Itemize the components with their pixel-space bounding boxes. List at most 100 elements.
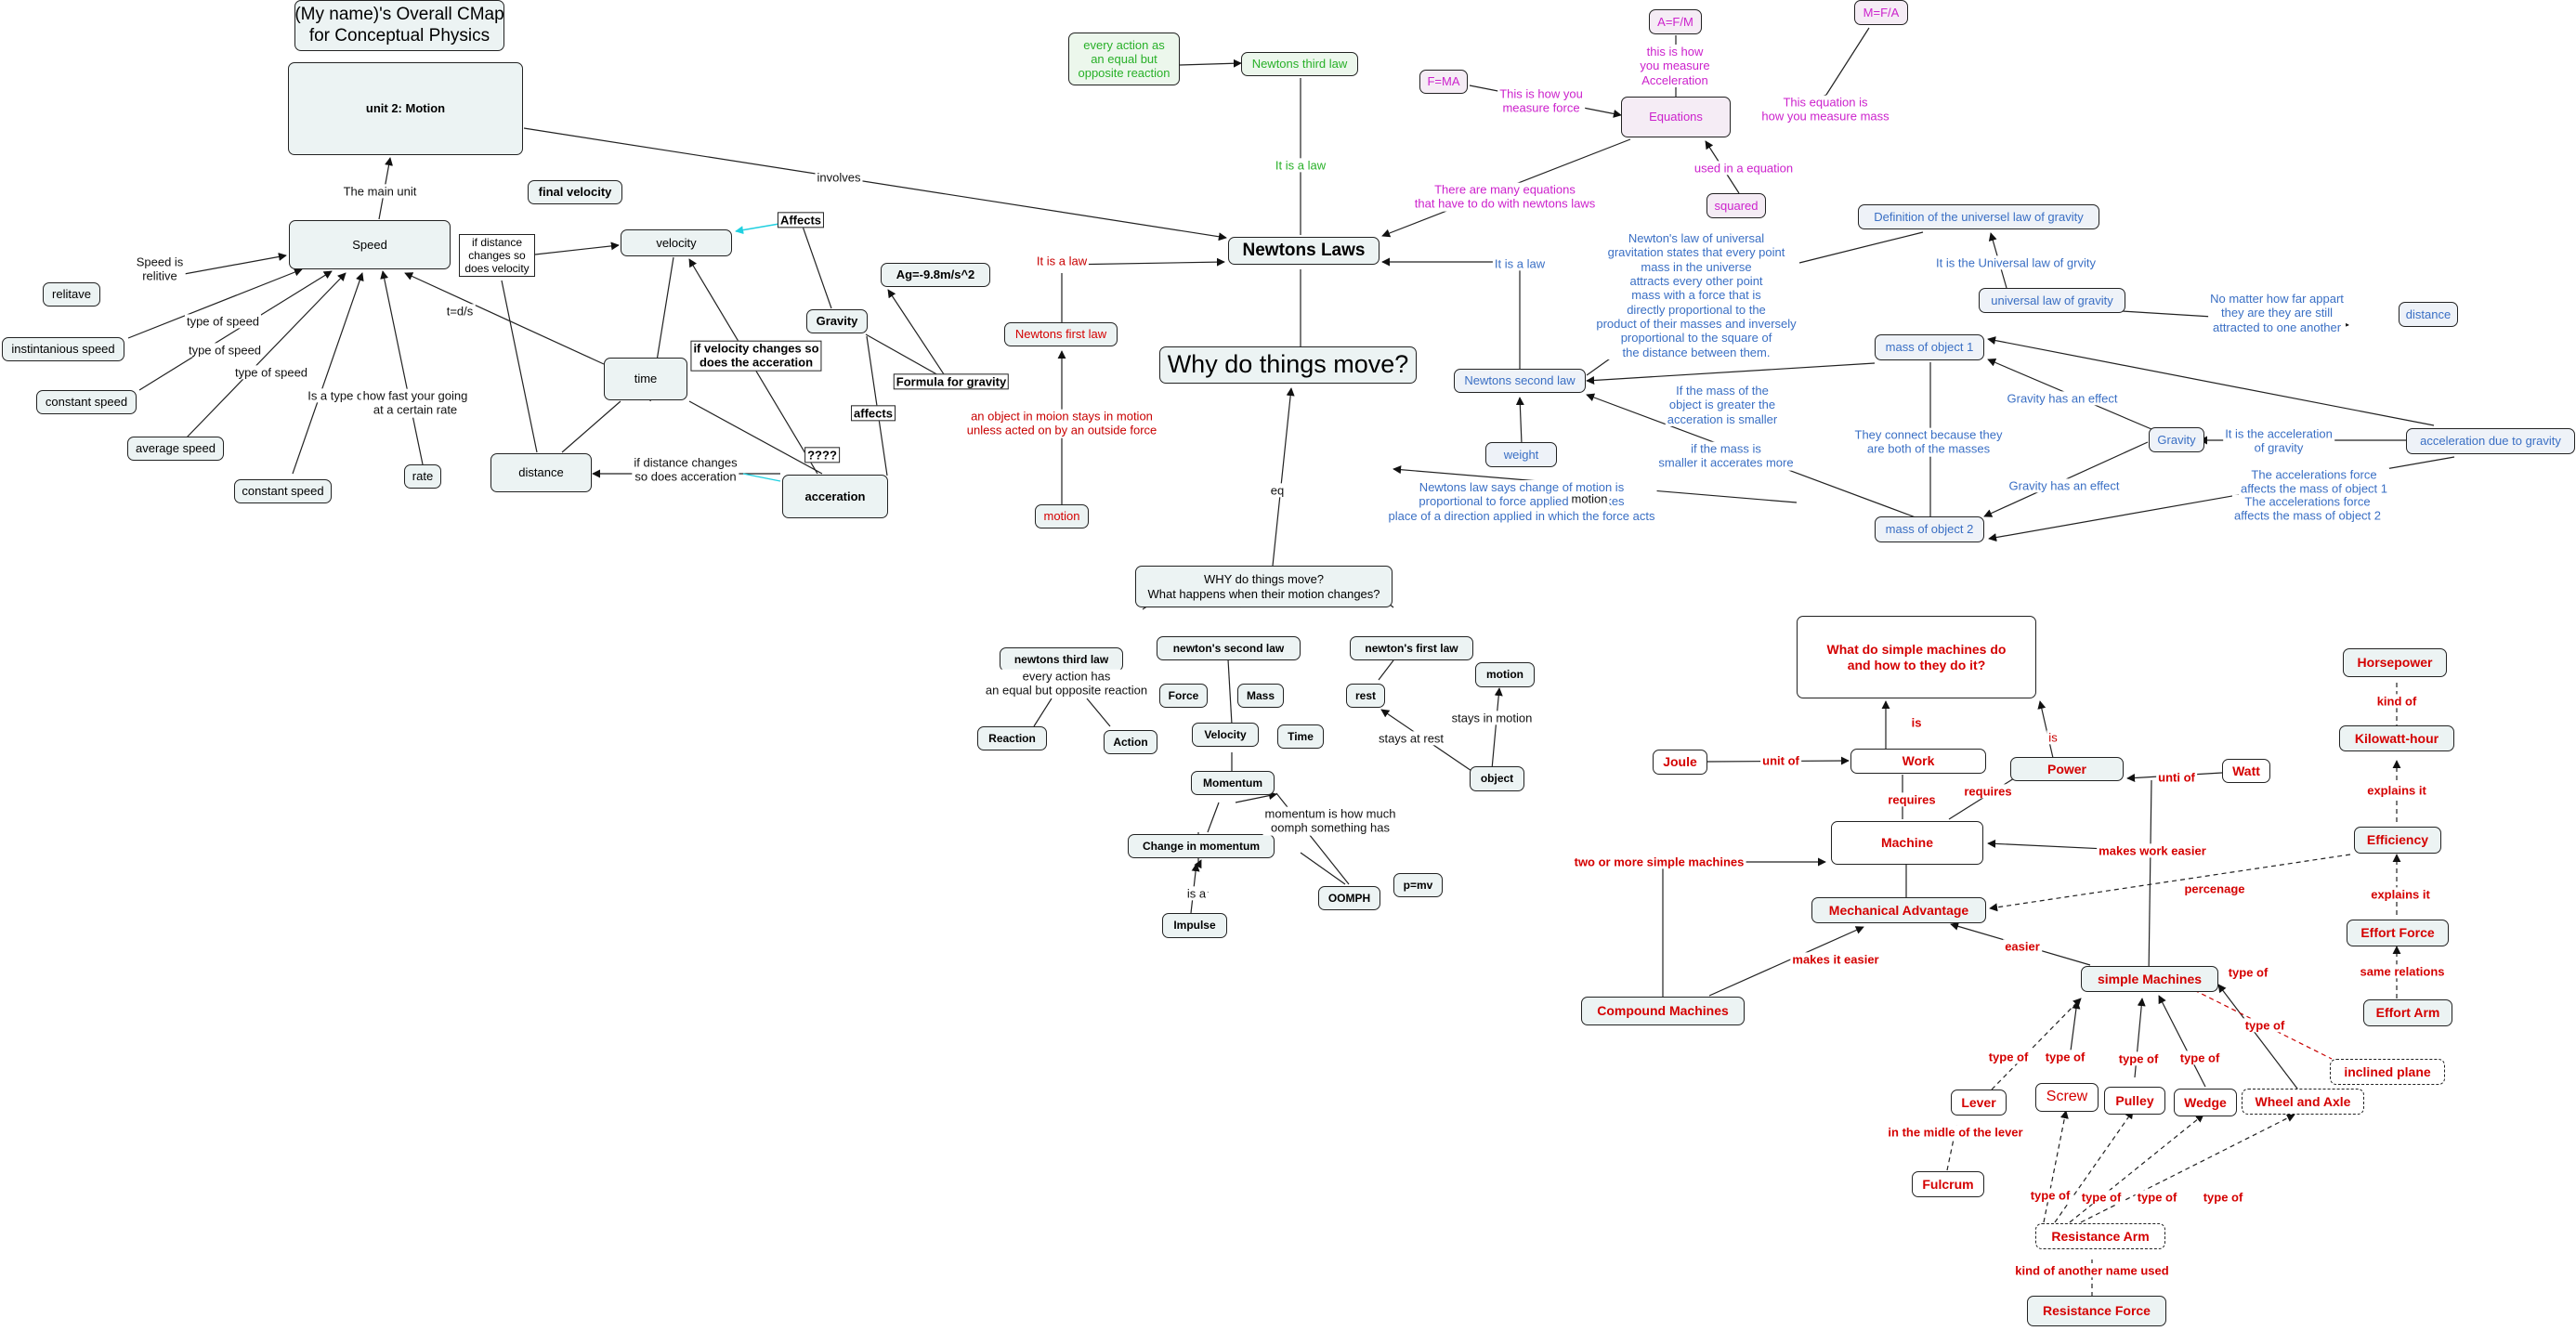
m-f-a-node[interactable]: M=F/A <box>1854 0 1908 25</box>
why-motion-changes-node[interactable]: WHY do things move? What happens when th… <box>1135 566 1393 607</box>
newtons-laws-node[interactable]: Newtons Laws <box>1228 237 1380 265</box>
link-label-easier: easier <box>2003 939 2042 954</box>
compound-machines-node[interactable]: Compound Machines <box>1581 997 1745 1025</box>
link-label-formula-for-gravity: Formula for gravity <box>893 373 1010 390</box>
instintanious-speed-node[interactable]: instintanious speed <box>2 337 124 361</box>
mass-node[interactable]: Mass <box>1237 684 1284 708</box>
time-node[interactable]: time <box>604 358 687 400</box>
universal-law-of-gravity-node[interactable]: universal law of gravity <box>1979 288 2125 313</box>
mass-of-object-2-node[interactable]: mass of object 2 <box>1875 516 1984 542</box>
effort-arm-node[interactable]: Effort Arm <box>2363 999 2452 1026</box>
time-node-2[interactable]: Time <box>1277 724 1324 749</box>
reaction-node[interactable]: Reaction <box>977 726 1047 750</box>
object-node[interactable]: object <box>1470 766 1524 791</box>
a-f-m-node[interactable]: A=F/M <box>1649 9 1702 34</box>
gravity-node-left[interactable]: Gravity <box>806 309 868 333</box>
link-label-connect-masses: They connect because they are both of th… <box>1852 427 2005 457</box>
velocity-node[interactable]: velocity <box>621 229 732 256</box>
link-label-unti-of: unti of <box>2156 770 2197 785</box>
newtons-second-law-node[interactable]: newton's second law <box>1157 636 1301 660</box>
distance-node-blue[interactable]: distance <box>2399 302 2458 327</box>
constant-speed-node-1[interactable]: constant speed <box>36 390 137 414</box>
momentum-node[interactable]: Momentum <box>1191 771 1275 795</box>
link-label-percenage: percenage <box>2182 881 2247 896</box>
power-node[interactable]: Power <box>2010 757 2124 781</box>
every-action-node[interactable]: every action as an equal but opposite re… <box>1068 33 1180 85</box>
newtons-third-law-node[interactable]: newtons third law <box>1000 647 1123 672</box>
link-label-type-of-wedge: type of <box>2177 1050 2222 1065</box>
link-label-type-of-speed-1: type of speed <box>184 314 262 329</box>
newtons-first-law-node[interactable]: newton's first law <box>1350 636 1473 660</box>
motion-node-red[interactable]: motion <box>1035 504 1089 528</box>
mass-of-object-1-node[interactable]: mass of object 1 <box>1875 334 1984 360</box>
final-velocity-node[interactable]: final velocity <box>528 180 622 204</box>
joule-node[interactable]: Joule <box>1653 750 1707 775</box>
action-node[interactable]: Action <box>1104 730 1157 754</box>
rest-node[interactable]: rest <box>1346 684 1385 708</box>
newtons-third-law-node-green[interactable]: Newtons third law <box>1241 52 1358 76</box>
mechanical-advantage-node[interactable]: Mechanical Advantage <box>1811 897 1986 923</box>
link-label-t-d-s: t=d/s <box>444 304 476 319</box>
link-label-type-of-wheel: type of <box>2243 1018 2287 1033</box>
ag-formula-node[interactable]: Ag=-9.8m/s^2 <box>881 263 990 287</box>
simple-machines-node[interactable]: simple Machines <box>2081 966 2218 992</box>
distance-node[interactable]: distance <box>490 453 592 492</box>
link-label-stays-in-motion: stays in motion <box>1449 711 1535 725</box>
resistance-arm-node[interactable]: Resistance Arm <box>2035 1223 2165 1249</box>
constant-speed-node-2[interactable]: constant speed <box>234 479 332 503</box>
wedge-node[interactable]: Wedge <box>2174 1089 2237 1116</box>
watt-node[interactable]: Watt <box>2222 759 2270 783</box>
f-ma-node[interactable]: F=MA <box>1419 70 1468 94</box>
impulse-node[interactable]: Impulse <box>1162 913 1227 938</box>
p-mv-node[interactable]: p=mv <box>1393 873 1443 897</box>
simple-machines-question-node[interactable]: What do simple machines do and how to th… <box>1797 616 2036 698</box>
speed-node[interactable]: Speed <box>289 220 451 269</box>
velocity-node-2[interactable]: Velocity <box>1192 723 1259 747</box>
link-label-momentum-oomph: momentum is how much oomph something has <box>1262 806 1398 836</box>
acceleration-due-to-gravity-node[interactable]: acceleration due to gravity <box>2406 428 2575 454</box>
gravity-node-blue[interactable]: Gravity <box>2149 427 2204 452</box>
oomph-node[interactable]: OOMPH <box>1318 886 1380 910</box>
link-label-affects-mass-2: The accelerations force affects the mass… <box>2231 494 2384 524</box>
relitave-node[interactable]: relitave <box>43 282 100 307</box>
link-label-requires-1: requires <box>1886 792 1938 807</box>
link-label-every-action-equal: every action has an equal but opposite r… <box>983 669 1150 698</box>
fulcrum-node[interactable]: Fulcrum <box>1912 1171 1984 1197</box>
link-label-requires-2: requires <box>1962 784 2014 799</box>
map-title: (My name)'s Overall CMap for Conceptual … <box>294 0 504 51</box>
screw-node[interactable]: Screw <box>2035 1083 2099 1112</box>
resistance-force-node[interactable]: Resistance Force <box>2027 1296 2166 1326</box>
rate-node[interactable]: rate <box>404 464 441 489</box>
newtons-first-law-node-red[interactable]: Newtons first law <box>1004 322 1118 346</box>
link-label-it-is-a-law-red: It is a law <box>1034 254 1090 268</box>
link-label-same-relations: same relations <box>2358 964 2447 979</box>
link-label-gravity-effect-2: Gravity has an effect <box>2007 478 2122 493</box>
link-label-it-is-a-law-blue: It is a law <box>1492 256 1548 271</box>
equations-node[interactable]: Equations <box>1621 97 1731 137</box>
pulley-node[interactable]: Pulley <box>2104 1087 2165 1115</box>
work-node[interactable]: Work <box>1850 749 1986 774</box>
unit-2-motion-node[interactable]: unit 2: Motion <box>288 62 523 155</box>
force-node[interactable]: Force <box>1159 684 1208 708</box>
link-label-it-is-accel-gravity: It is the acceleration of gravity <box>2223 426 2334 456</box>
why-do-things-move-node[interactable]: Why do things move? <box>1159 346 1417 384</box>
average-speed-node[interactable]: average speed <box>127 437 224 461</box>
effort-force-node[interactable]: Effort Force <box>2347 920 2449 946</box>
definition-universal-law-node[interactable]: Definition of the universel law of gravi… <box>1858 204 2099 229</box>
change-in-momentum-node[interactable]: Change in momentum <box>1128 834 1275 858</box>
lever-node[interactable]: Lever <box>1951 1090 2007 1116</box>
machine-node[interactable]: Machine <box>1831 821 1983 865</box>
if-distance-changes-velocity-node[interactable]: if distance changes so does velocity <box>459 234 535 277</box>
link-label-type-of-r1: type of <box>2028 1188 2073 1203</box>
horsepower-node[interactable]: Horsepower <box>2343 648 2447 677</box>
link-label-speed-is-relitive: Speed is relitive <box>134 254 186 284</box>
weight-node[interactable]: weight <box>1485 442 1557 467</box>
efficiency-node[interactable]: Efficiency <box>2354 827 2441 854</box>
acceration-node[interactable]: acceration <box>782 475 888 518</box>
motion-node[interactable]: motion <box>1475 662 1535 687</box>
newtons-second-law-node-blue[interactable]: Newtons second law <box>1454 369 1586 393</box>
inclined-plane-node[interactable]: inclined plane <box>2330 1059 2445 1085</box>
wheel-and-axle-node[interactable]: Wheel and Axle <box>2242 1089 2364 1115</box>
squared-node[interactable]: squared <box>1706 193 1766 218</box>
kilowatt-hour-node[interactable]: Kilowatt-hour <box>2339 725 2454 751</box>
